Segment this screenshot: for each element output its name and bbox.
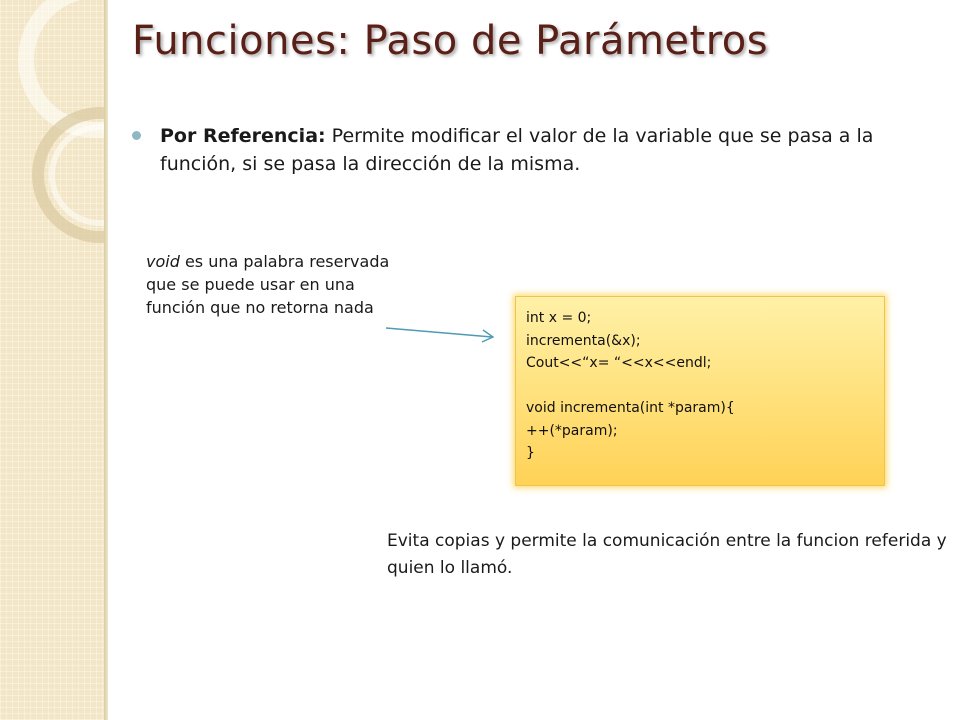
void-note-text: es una palabra reservada que se puede us… [146,252,390,317]
code-line: incrementa(&x); [526,332,641,349]
arrow-right-icon [385,327,495,343]
code-line: int x = 0; [526,310,592,326]
swirl-decoration-icon [18,0,104,243]
void-note: void es una palabra reservada que se pue… [146,250,391,319]
code-line [526,375,874,398]
bullet-item: Por Referencia: Permite modificar el val… [132,122,912,178]
bullet-description: Permite modificar el valor de la variabl… [160,125,874,175]
bullet-term: Por Referencia: [160,125,326,147]
code-line: } [526,445,535,461]
bullet-dot-icon [132,131,141,140]
sidebar-border [104,0,108,720]
decorative-sidebar [0,0,104,720]
code-snippet-box: int x = 0; incrementa(&x); Cout<<“x= “<<… [515,296,885,486]
code-line: void incrementa(int *param){ [526,400,735,416]
bottom-note: Evita copias y permite la comunicación e… [387,531,947,578]
bullet-text: Por Referencia: Permite modificar el val… [160,122,912,178]
code-line: Cout<<“x= “<<x<<endl; [526,355,712,371]
slide-title: Funciones: Paso de Parámetros [132,18,769,64]
code-line: ++(*param); [526,422,618,439]
void-keyword: void [146,252,180,271]
